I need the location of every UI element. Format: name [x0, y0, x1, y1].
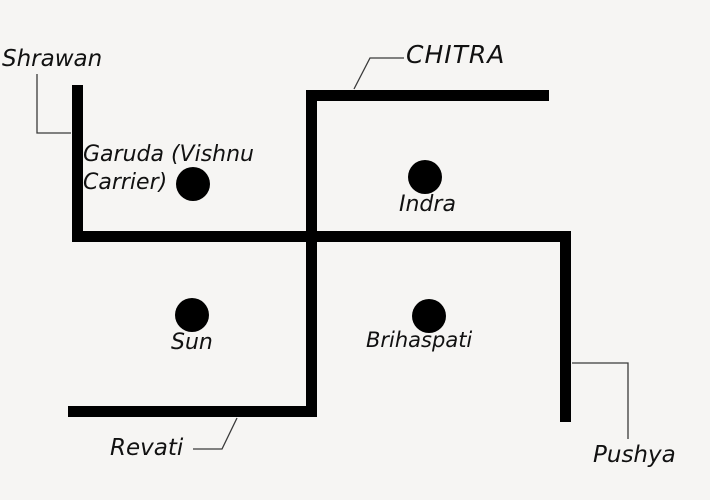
indra-dot [408, 160, 442, 194]
chitra-label: CHITRA [406, 40, 506, 69]
revati-leader-line [193, 417, 238, 450]
center-horizontal-line [72, 231, 571, 242]
garuda-label-line1: Garuda (Vishnu [83, 142, 254, 167]
brihaspati-label: Brihaspati [366, 328, 473, 352]
sun-dot [175, 298, 209, 332]
shrawan-label: Shrawan [2, 46, 103, 72]
sun-label: Sun [171, 330, 213, 355]
revati-label: Revati [110, 435, 184, 461]
chitra-arm-line [306, 90, 549, 101]
pushya-label: Pushya [593, 442, 676, 468]
pushya-leader-line [572, 362, 629, 439]
indra-label: Indra [399, 192, 456, 217]
revati-arm-line [68, 406, 317, 417]
garuda-label-line2: Carrier) [83, 170, 168, 195]
chitra-leader-line [353, 57, 404, 90]
garuda-dot [176, 167, 210, 201]
shrawan-leader-line [36, 74, 71, 134]
pushya-arm-line [560, 234, 571, 422]
brihaspati-dot [412, 299, 446, 333]
center-vertical-line [306, 90, 317, 417]
shrawan-arm-line [72, 85, 83, 242]
garuda-label: Garuda (Vishnu Carrier) [83, 141, 254, 197]
